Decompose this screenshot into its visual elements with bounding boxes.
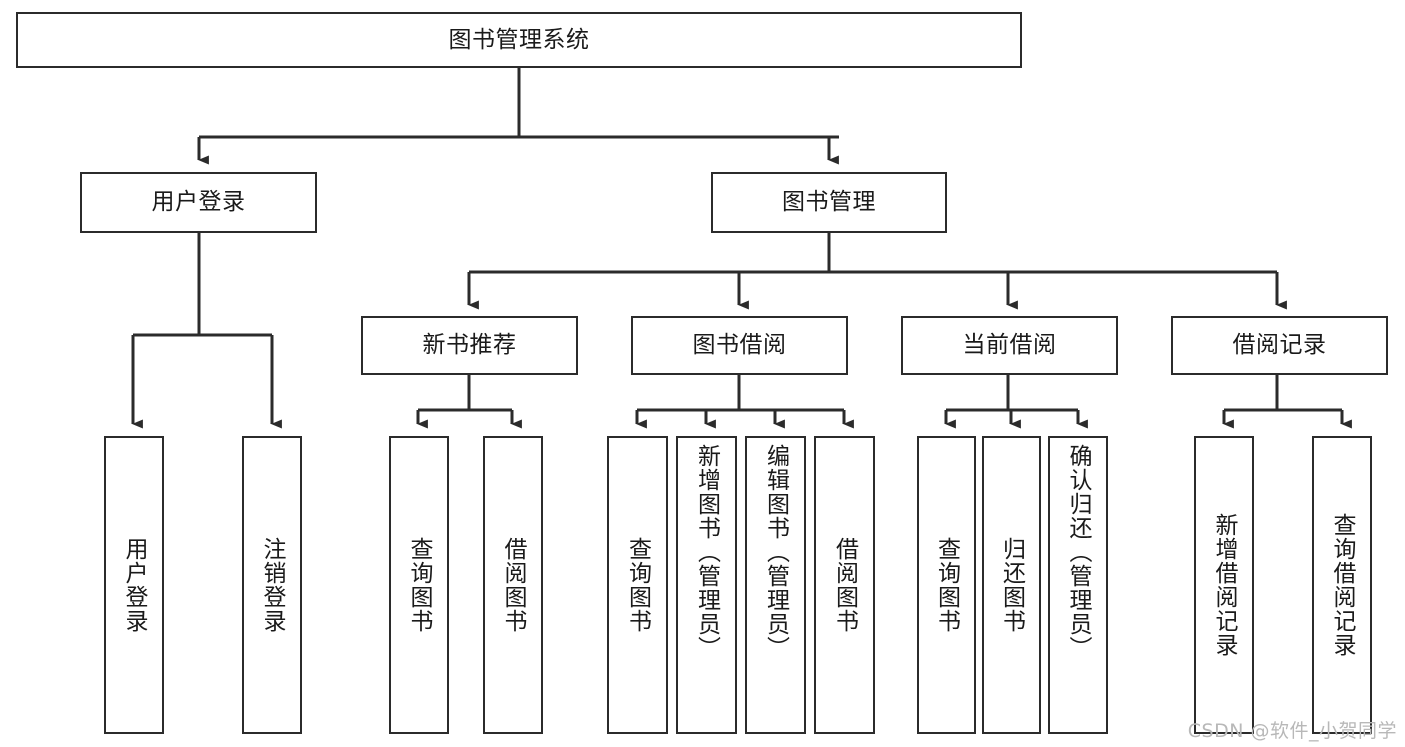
node-user-login[interactable]: 用户登录 bbox=[80, 172, 317, 233]
node-borrow-record[interactable]: 借阅记录 bbox=[1171, 316, 1388, 375]
node-leaf-borrowrecord-add-record[interactable]: 新增借阅记录 bbox=[1194, 436, 1254, 734]
node-leaf-currentborrow-query-book[interactable]: 查询图书 bbox=[917, 436, 976, 734]
node-leaf-label: 借阅图书 bbox=[500, 537, 527, 633]
node-user-login-label: 用户登录 bbox=[151, 189, 246, 216]
node-leaf-newbook-query-book[interactable]: 查询图书 bbox=[389, 436, 449, 734]
node-leaf-bookborrow-query-book[interactable]: 查询图书 bbox=[607, 436, 668, 734]
node-leaf-borrowrecord-query-record[interactable]: 查询借阅记录 bbox=[1312, 436, 1372, 734]
node-book-management-label: 图书管理 bbox=[782, 189, 876, 216]
node-leaf-label: 用户登录 bbox=[121, 537, 148, 633]
node-borrow-record-label: 借阅记录 bbox=[1232, 332, 1327, 359]
node-leaf-label: 查询图书 bbox=[624, 537, 651, 633]
node-leaf-label: 借阅图书 bbox=[831, 537, 858, 633]
node-leaf-label: 编辑图书（管理员） bbox=[762, 444, 789, 660]
node-leaf-user-login-signout[interactable]: 注销登录 bbox=[242, 436, 302, 734]
node-leaf-label: 新增图书（管理员） bbox=[693, 444, 720, 660]
node-leaf-newbook-borrow-book[interactable]: 借阅图书 bbox=[483, 436, 543, 734]
node-leaf-currentborrow-confirm-return-admin[interactable]: 确认归还（管理员） bbox=[1048, 436, 1108, 734]
node-leaf-label: 新增借阅记录 bbox=[1211, 513, 1238, 657]
node-leaf-label: 归还图书 bbox=[998, 537, 1025, 633]
node-leaf-bookborrow-add-book-admin[interactable]: 新增图书（管理员） bbox=[676, 436, 737, 734]
node-leaf-label: 查询图书 bbox=[406, 537, 433, 633]
node-current-borrow[interactable]: 当前借阅 bbox=[901, 316, 1118, 375]
node-leaf-label: 查询图书 bbox=[933, 537, 960, 633]
node-leaf-currentborrow-return-book[interactable]: 归还图书 bbox=[982, 436, 1041, 734]
node-root-book-management-system[interactable]: 图书管理系统 bbox=[16, 12, 1022, 68]
node-leaf-label: 确认归还（管理员） bbox=[1065, 444, 1092, 660]
node-current-borrow-label: 当前借阅 bbox=[962, 332, 1057, 359]
node-book-borrow[interactable]: 图书借阅 bbox=[631, 316, 848, 375]
node-leaf-bookborrow-edit-book-admin[interactable]: 编辑图书（管理员） bbox=[745, 436, 806, 734]
node-leaf-user-login-signin[interactable]: 用户登录 bbox=[104, 436, 164, 734]
node-book-management[interactable]: 图书管理 bbox=[711, 172, 947, 233]
node-book-borrow-label: 图书借阅 bbox=[692, 332, 787, 359]
node-new-book-recommend[interactable]: 新书推荐 bbox=[361, 316, 578, 375]
node-root-label: 图书管理系统 bbox=[448, 26, 590, 53]
node-leaf-label: 注销登录 bbox=[259, 537, 286, 633]
node-new-book-recommend-label: 新书推荐 bbox=[422, 332, 517, 359]
node-leaf-label: 查询借阅记录 bbox=[1329, 513, 1356, 657]
node-leaf-bookborrow-borrow-book[interactable]: 借阅图书 bbox=[814, 436, 875, 734]
